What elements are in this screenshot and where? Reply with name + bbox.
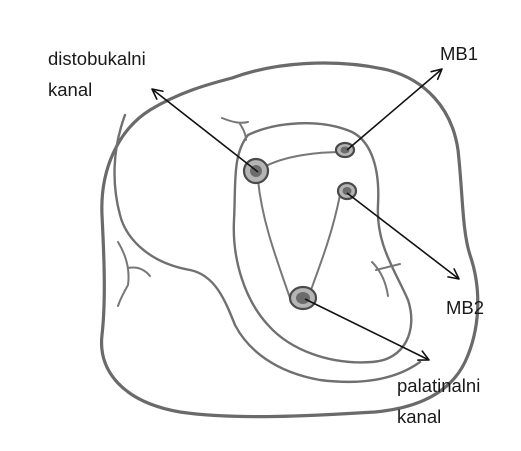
inner-contour [115,115,420,382]
central-groove-right [308,195,340,298]
label-palatal-canal: palatinalni kanal [397,370,480,432]
fissure-right [372,262,400,296]
mb2-canal-orifice [338,183,356,199]
label-mb2: MB2 [446,292,484,323]
label-mb1: MB1 [440,38,478,69]
label-palatal-line2: kanal [397,401,480,432]
central-groove-top [262,152,342,168]
label-distobuccal-line2: kanal [48,74,146,105]
label-distobuccal-line1: distobukalni [48,43,146,74]
arrow-mb2 [347,193,459,279]
fissure-top [222,118,248,140]
mb1-canal-orifice [336,143,354,157]
label-distobuccal-canal: distobukalni kanal [48,43,146,105]
central-groove-left [258,180,290,298]
crown-outline [102,63,478,417]
palatal-canal-orifice [290,287,316,309]
arrow-distobuccal [152,89,258,172]
label-palatal-line1: palatinalni [397,370,480,401]
arrow-mb1 [347,69,442,150]
